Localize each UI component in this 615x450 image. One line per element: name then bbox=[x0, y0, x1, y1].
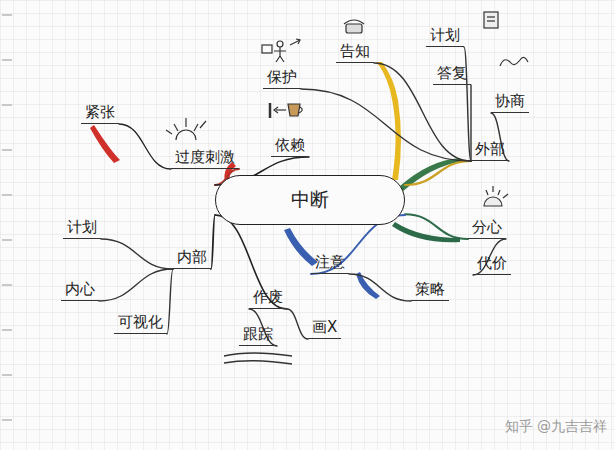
topic-text: 计划 bbox=[67, 218, 97, 236]
branch-line bbox=[374, 63, 471, 161]
topic-text: 协商 bbox=[495, 92, 525, 110]
branch-line bbox=[405, 214, 468, 239]
branch-topic: 跟踪 bbox=[239, 325, 277, 346]
branch-topic: 计划 bbox=[426, 26, 464, 47]
phone-icon bbox=[344, 20, 364, 33]
branch-topic: 告知 bbox=[336, 42, 374, 63]
branch-topic: 紧张 bbox=[81, 103, 119, 124]
topic-text: 紧张 bbox=[85, 103, 115, 121]
topic-text: 作废 bbox=[253, 288, 283, 306]
branch-line bbox=[167, 269, 173, 334]
branch-line bbox=[349, 274, 411, 301]
branch-topic: 内部 bbox=[173, 248, 211, 269]
watermark: 知乎 @九吉吉祥 bbox=[505, 418, 607, 436]
branch-line bbox=[99, 269, 173, 301]
branch-topic: 注意 bbox=[311, 253, 349, 274]
topic-text: 中断 bbox=[291, 188, 329, 211]
topic-text: 依赖 bbox=[275, 136, 305, 154]
branch-line bbox=[119, 124, 171, 169]
topic-text: 代价 bbox=[477, 254, 507, 272]
branch-line bbox=[211, 215, 215, 269]
branch-topic: 过度刺激 bbox=[171, 148, 239, 169]
branch-topic: 保护 bbox=[263, 68, 301, 89]
margin-dashes bbox=[2, 15, 12, 420]
spiral-icon bbox=[500, 57, 528, 66]
branch-colors bbox=[90, 62, 460, 299]
branch-topic: 计划 bbox=[63, 218, 101, 239]
note-icon bbox=[484, 12, 498, 28]
branch-line bbox=[405, 161, 471, 185]
branch-topic: 分心 bbox=[468, 218, 506, 239]
branch-topic: 依赖 bbox=[271, 136, 309, 157]
topic-text: 计划 bbox=[430, 26, 460, 44]
bulb-icon bbox=[484, 186, 508, 206]
branch-topic: 协商 bbox=[491, 92, 529, 113]
topic-text: 答复 bbox=[437, 64, 467, 82]
branch-topic: 答复 bbox=[433, 64, 471, 85]
central-topic: 中断 bbox=[215, 175, 405, 225]
branch-line bbox=[287, 309, 308, 339]
branch-topic: 内心 bbox=[61, 280, 99, 301]
topic-text: 跟踪 bbox=[243, 325, 273, 343]
guard-icon bbox=[262, 39, 300, 62]
topic-text: 内部 bbox=[177, 248, 207, 266]
topic-text: 画X bbox=[312, 318, 337, 336]
sun-icon bbox=[166, 118, 206, 140]
topic-text: 策略 bbox=[415, 280, 445, 298]
branch-topic: 画X bbox=[308, 318, 341, 339]
branch-topic: 代价 bbox=[473, 254, 511, 275]
branch-line bbox=[473, 239, 506, 275]
branch-line bbox=[215, 215, 287, 309]
wave-strokes bbox=[224, 353, 292, 364]
topic-text: 保护 bbox=[267, 68, 297, 86]
topic-text: 过度刺激 bbox=[175, 148, 235, 166]
topic-text: 内心 bbox=[65, 280, 95, 298]
branch-topic: 可视化 bbox=[114, 313, 167, 334]
cup-icon bbox=[270, 103, 302, 118]
branch-line bbox=[101, 239, 173, 269]
topic-text: 分心 bbox=[472, 218, 502, 236]
branch-topic: 策略 bbox=[411, 280, 449, 301]
topic-text: 告知 bbox=[340, 42, 370, 60]
branch-topic: 外部 bbox=[471, 140, 509, 161]
topic-text: 注意 bbox=[315, 253, 345, 271]
topic-text: 可视化 bbox=[118, 313, 163, 331]
topic-text: 外部 bbox=[475, 140, 505, 158]
branch-topic: 作废 bbox=[249, 288, 287, 309]
